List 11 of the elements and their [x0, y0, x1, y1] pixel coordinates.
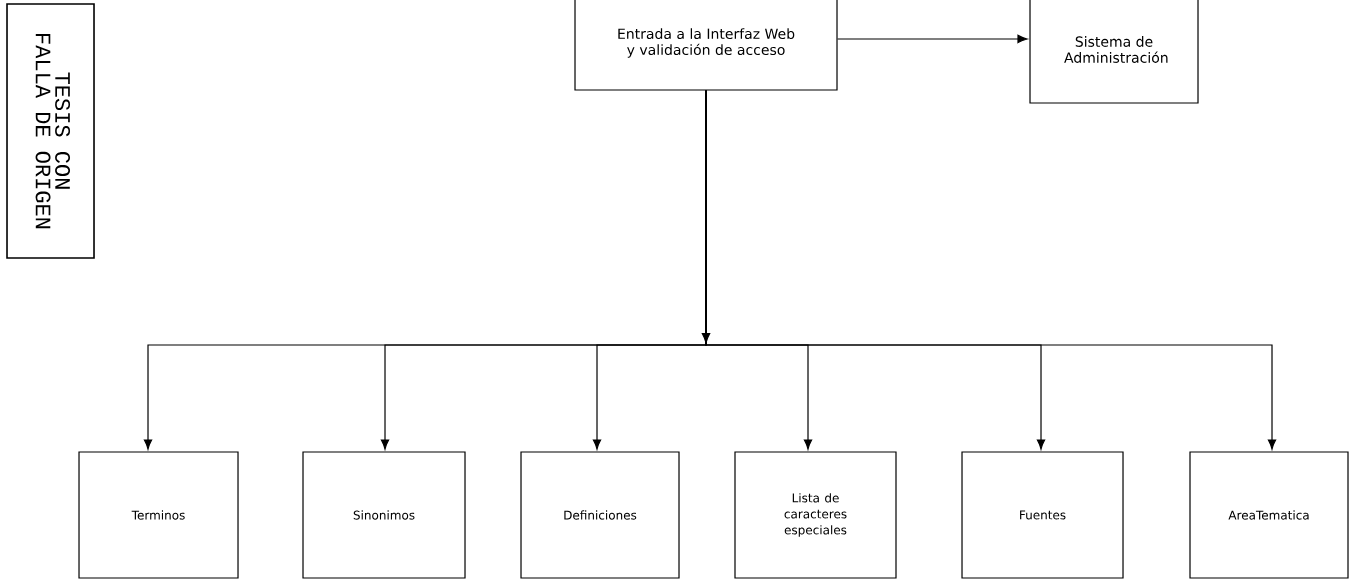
- arrow: [701, 90, 711, 344]
- stamp-box: TESIS CON FALLA DE ORIGEN: [6, 3, 95, 259]
- module-box: Fuentes: [961, 451, 1124, 579]
- module-box: Sinonimos: [302, 451, 466, 579]
- process-box: Sistema de Administración: [1029, 0, 1199, 104]
- module-box: Lista de caracteres especiales: [734, 451, 897, 579]
- process-box: Entrada a la Interfaz Web y validación de acceso: [574, 0, 838, 91]
- arrow: [837, 34, 1028, 44]
- module-box: Definiciones: [520, 451, 680, 579]
- module-box: Terminos: [78, 451, 239, 579]
- module-box: AreaTematica: [1189, 451, 1349, 579]
